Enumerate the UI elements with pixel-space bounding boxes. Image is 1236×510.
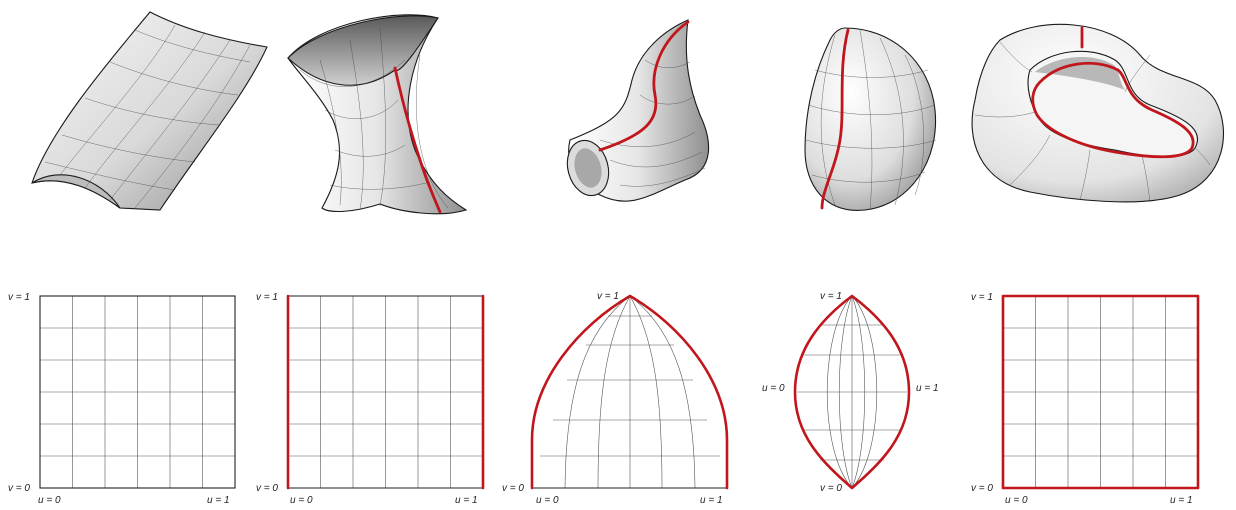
- u1-label: u = 1: [207, 495, 230, 506]
- u0-label: u = 0: [536, 495, 559, 506]
- u1-label: u = 1: [700, 495, 723, 506]
- u0-label: u = 0: [290, 495, 313, 506]
- horn-surface: [566, 19, 710, 202]
- v0-label: v = 0: [256, 483, 278, 494]
- sheet-surface: [31, 11, 268, 211]
- u0-label: u = 0: [38, 495, 61, 506]
- egg-surface: [804, 27, 937, 211]
- v1-label: v = 1: [820, 291, 842, 302]
- domain-square-5: v = 1 v = 0 u = 0 u = 1: [971, 292, 1200, 506]
- u0-label: u = 0: [762, 383, 785, 394]
- u1-label: u = 1: [916, 383, 939, 394]
- v1-label: v = 1: [8, 292, 30, 303]
- seam-lens: [793, 294, 911, 490]
- v0-label: v = 0: [971, 483, 993, 494]
- domain-arch: v = 1 v = 0 u = 0 u = 1: [502, 291, 729, 506]
- v0-label: v = 0: [502, 483, 524, 494]
- u1-label: u = 1: [1170, 495, 1193, 506]
- v1-label: v = 1: [597, 291, 619, 302]
- domain-lens: v = 1 v = 0 u = 0 u = 1: [762, 291, 939, 494]
- hyperboloid-surface: [287, 14, 468, 215]
- v0-label: v = 0: [8, 483, 30, 494]
- v1-label: v = 1: [971, 292, 993, 303]
- seam-arch: [530, 294, 729, 490]
- v1-label: v = 1: [256, 292, 278, 303]
- domain-square-2: v = 1 v = 0 u = 0 u = 1: [256, 292, 485, 506]
- domain-square-1: v = 1 v = 0 u = 0 u = 1: [8, 292, 236, 506]
- v0-label: v = 0: [820, 483, 842, 494]
- u1-label: u = 1: [455, 495, 478, 506]
- seam-border: [1001, 294, 1200, 490]
- torus-surface: [971, 23, 1225, 203]
- u0-label: u = 0: [1005, 495, 1028, 506]
